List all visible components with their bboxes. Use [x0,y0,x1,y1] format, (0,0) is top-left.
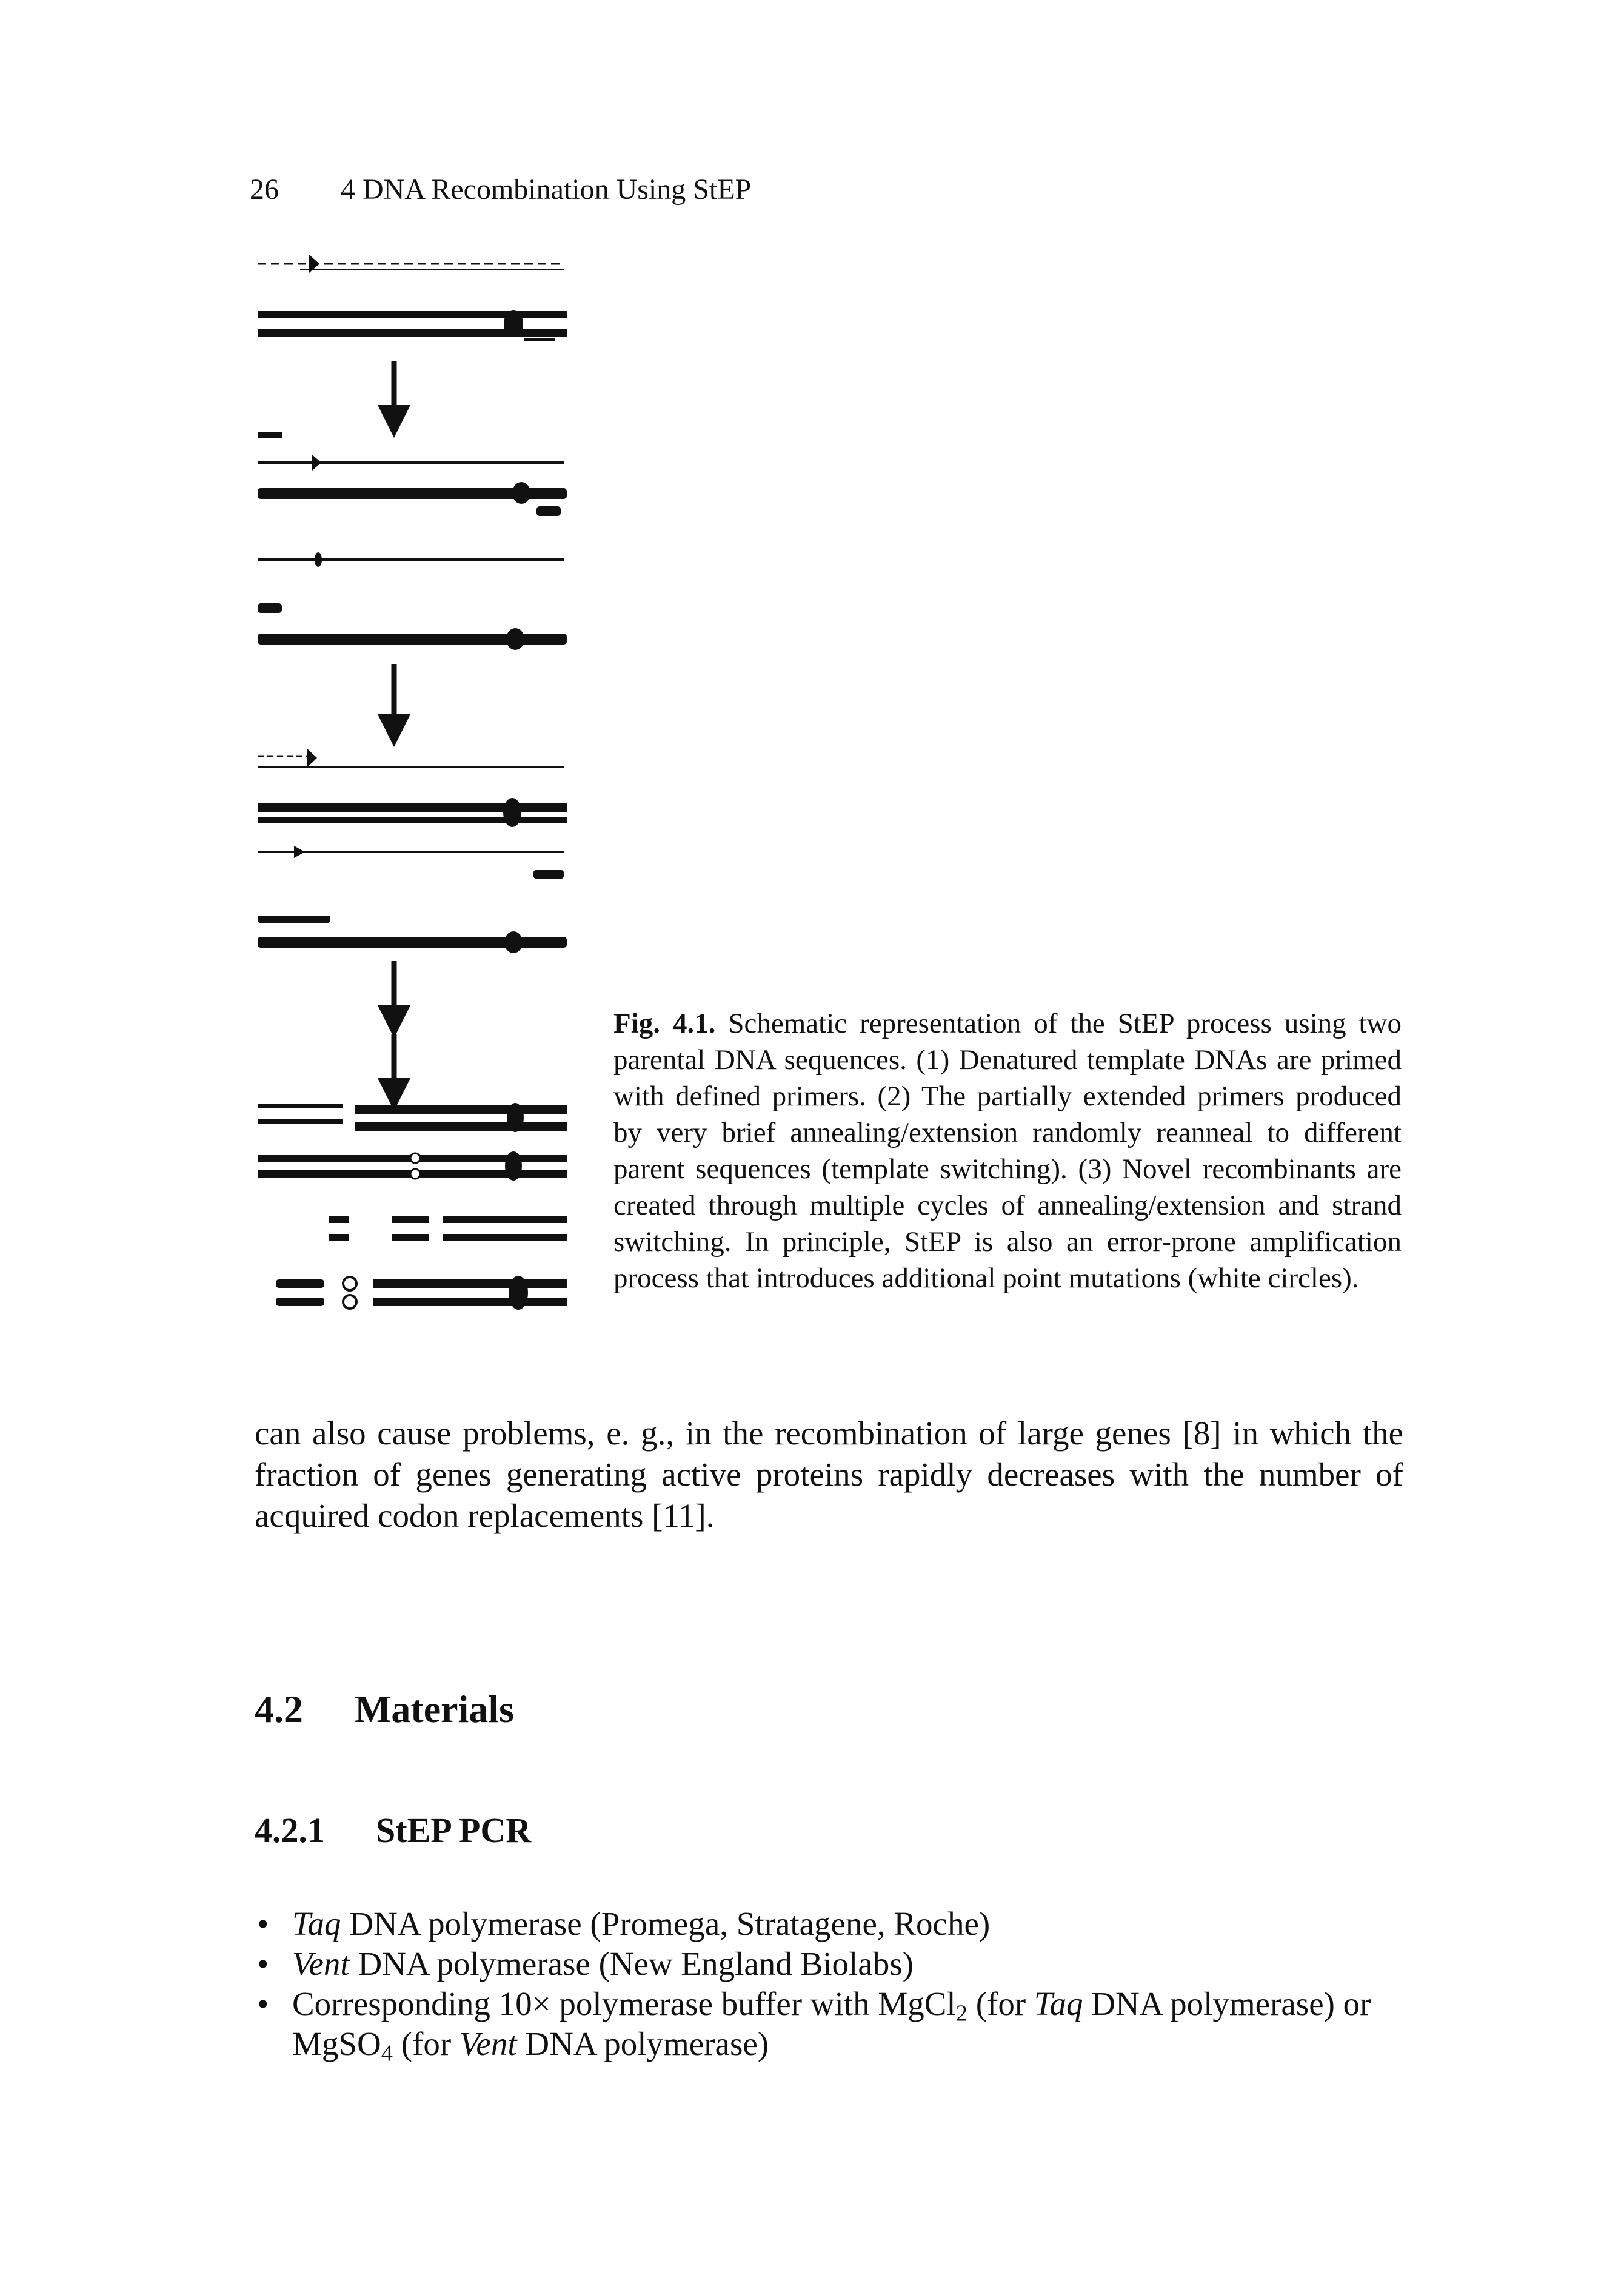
running-title: 4 DNA Recombination Using StEP [341,173,752,206]
list-item: Vent DNA polymerase (New England Biolabs… [255,1944,1403,1984]
subsection-heading: 4.2.1 StEP PCR [255,1810,531,1851]
stage-2-partial-extension [258,432,567,650]
body-paragraph: can also cause problems, e. g., in the r… [255,1415,1403,1534]
figure-label: Fig. 4.1. [613,1008,716,1039]
stage-4-recombinants [258,1103,567,1310]
step-process-schematic [258,255,567,1310]
materials-list: Taq DNA polymerase (Promega, Stratagene,… [255,1904,1403,2065]
subsection-title: StEP PCR [376,1811,532,1850]
list-item: Corresponding 10× polymerase buffer with… [255,1984,1403,2065]
subsection-number: 4.2.1 [255,1811,325,1850]
figure-caption-text: Schematic representation of the StEP pro… [613,1008,1402,1294]
stage-1-primed-templates [258,255,567,341]
figure-caption: Fig. 4.1. Schematic representation of th… [613,1005,1402,1296]
section-title: Materials [355,1687,514,1731]
page-number: 26 [250,173,279,206]
section-heading: 4.2 Materials [255,1687,514,1732]
section-number: 4.2 [255,1687,303,1731]
running-header: 26 4 DNA Recombination Using StEP [250,173,751,206]
stage-3-template-switching [258,749,567,953]
list-item: Taq DNA polymerase (Promega, Stratagene,… [255,1904,1403,1944]
